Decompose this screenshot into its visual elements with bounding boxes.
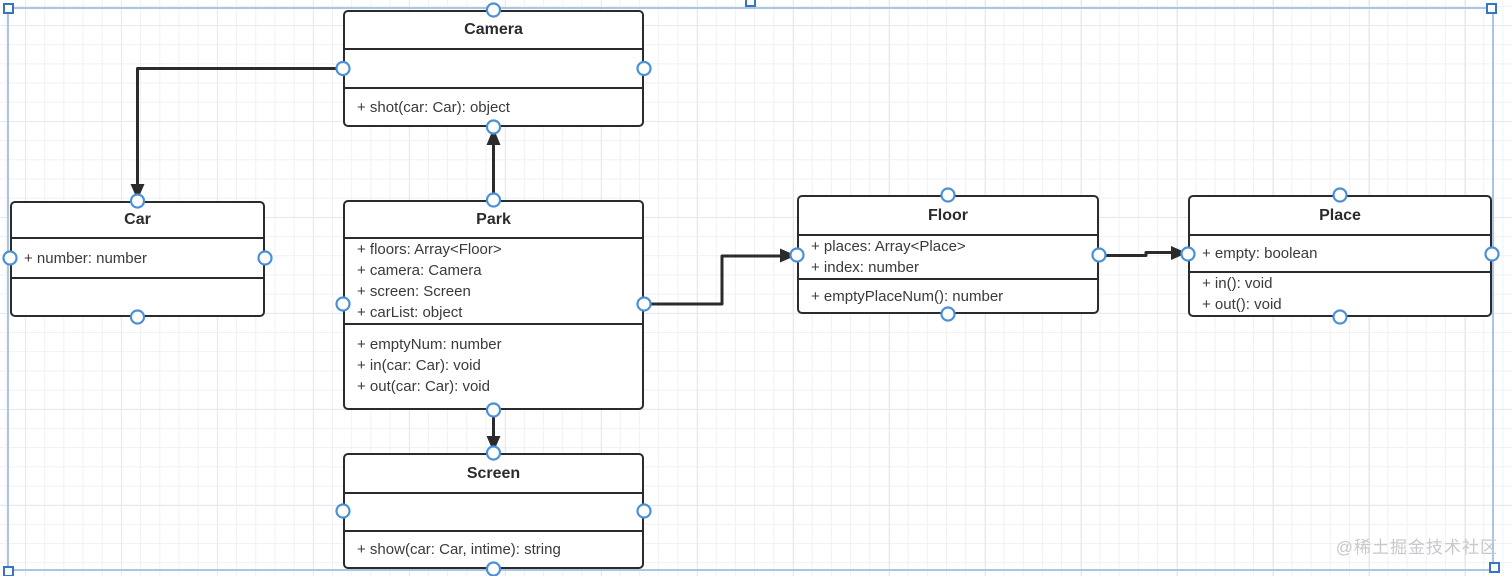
attributes-section: + number: number bbox=[12, 239, 263, 279]
attribute-row: + places: Array<Place> bbox=[811, 238, 966, 255]
method-row: + in(car: Car): void bbox=[357, 357, 481, 374]
class-box-park[interactable]: Park + floors: Array<Floor> + camera: Ca… bbox=[343, 200, 644, 410]
edge-park-floor[interactable] bbox=[644, 254, 782, 306]
methods-section bbox=[12, 279, 263, 315]
method-row: + emptyPlaceNum(): number bbox=[811, 287, 1004, 305]
class-title: Screen bbox=[345, 455, 642, 494]
method-row: + out(car: Car): void bbox=[357, 378, 490, 395]
method-row: + show(car: Car, intime): string bbox=[357, 541, 561, 558]
attribute-row: + empty: boolean bbox=[1202, 245, 1318, 262]
class-title: Place bbox=[1190, 197, 1490, 236]
class-title: Camera bbox=[345, 12, 642, 50]
class-title: Floor bbox=[799, 197, 1097, 236]
watermark: @稀土掘金技术社区 bbox=[1335, 538, 1498, 557]
attribute-row: + floors: Array<Floor> bbox=[357, 241, 502, 258]
class-box-car[interactable]: Car + number: number bbox=[10, 201, 265, 317]
methods-section: + emptyNum: number + in(car: Car): void … bbox=[345, 325, 642, 408]
methods-section: + emptyPlaceNum(): number bbox=[799, 280, 1097, 312]
attribute-row: + index: number bbox=[811, 259, 919, 276]
arrowhead-to-screen bbox=[486, 436, 501, 452]
attributes-section: + floors: Array<Floor> + camera: Camera … bbox=[345, 239, 642, 325]
selection-handle-bottom-right[interactable] bbox=[1489, 562, 1500, 573]
class-box-camera[interactable]: Camera + shot(car: Car): object bbox=[343, 10, 644, 127]
attributes-section: + empty: boolean bbox=[1190, 236, 1490, 273]
selection-handle-top-left[interactable] bbox=[3, 3, 14, 14]
methods-section: + shot(car: Car): object bbox=[345, 89, 642, 125]
class-title: Car bbox=[12, 203, 263, 239]
arrowhead-to-place bbox=[1171, 246, 1187, 260]
selection-handle-bottom-left[interactable] bbox=[3, 566, 14, 576]
methods-section: + in(): void + out(): void bbox=[1190, 273, 1490, 315]
class-box-place[interactable]: Place + empty: boolean + in(): void + ou… bbox=[1188, 195, 1492, 317]
arrowhead-to-camera bbox=[486, 128, 501, 145]
class-title: Park bbox=[345, 202, 642, 239]
class-box-screen[interactable]: Screen + show(car: Car, intime): string bbox=[343, 453, 644, 569]
arrowhead-to-car bbox=[130, 184, 145, 200]
class-box-floor[interactable]: Floor + places: Array<Place> + index: nu… bbox=[797, 195, 1099, 314]
attribute-row: + number: number bbox=[24, 249, 147, 267]
attribute-row: + screen: Screen bbox=[357, 283, 471, 300]
attribute-row: + camera: Camera bbox=[357, 262, 482, 279]
arrowhead-to-floor bbox=[780, 248, 796, 263]
method-row: + in(): void bbox=[1202, 275, 1273, 292]
attributes-section bbox=[345, 494, 642, 532]
edge-camera-car[interactable] bbox=[136, 67, 344, 187]
selection-handle-top-right[interactable] bbox=[1486, 3, 1497, 14]
attributes-section: + places: Array<Place> + index: number bbox=[799, 236, 1097, 280]
methods-section: + show(car: Car, intime): string bbox=[345, 532, 642, 567]
attribute-row: + carList: object bbox=[357, 304, 463, 321]
selection-handle-top-center[interactable] bbox=[745, 0, 756, 7]
attributes-section bbox=[345, 50, 642, 89]
method-row: + emptyNum: number bbox=[357, 336, 502, 353]
method-row: + shot(car: Car): object bbox=[357, 98, 510, 116]
edge-floor-place[interactable] bbox=[1099, 251, 1174, 257]
method-row: + out(): void bbox=[1202, 296, 1282, 313]
